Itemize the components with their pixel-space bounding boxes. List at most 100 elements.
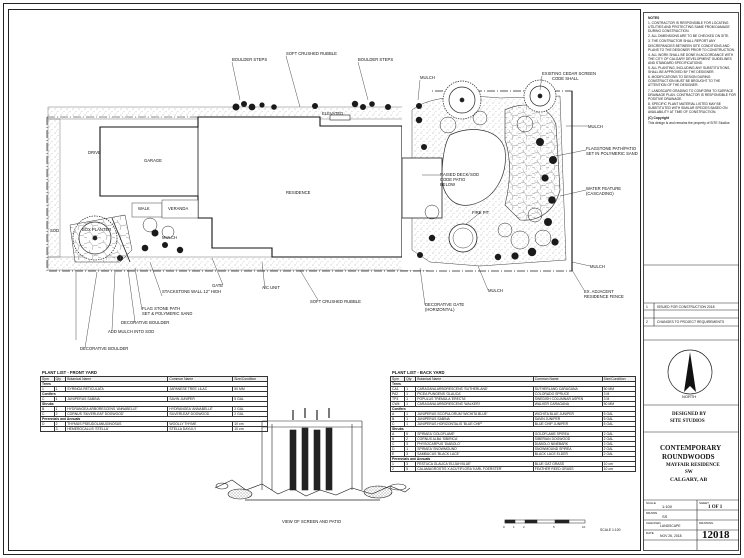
project-line-4: SW — [685, 470, 693, 475]
note-item: 3. THE CONTRACTOR SHALL REPORT ANY DISCR… — [648, 39, 735, 52]
front-plant-list-table: Sym Qty Botanical Name Common Name Size/… — [40, 376, 268, 432]
label-add-mulch: ADD MULCH INTO SOD — [108, 329, 155, 334]
scale-bar — [504, 519, 586, 524]
back-plant-list-title: PLANT LIST - BACK YARD — [392, 370, 445, 375]
project-line-2: ROUNDWOODS — [662, 453, 715, 461]
date-label: DATE — [646, 531, 654, 535]
cell-bot: CALAMAGROSTIS X ACUTIFLORA 'KARL FOERSTE… — [415, 466, 534, 472]
label-water-feature: WATER FEATURE — [586, 186, 622, 191]
scale-tick: 0 — [503, 525, 505, 529]
note-item: 2. ALL DIMENSIONS ARE TO BE CHECKED ON S… — [648, 34, 730, 39]
label-below: BELOW — [440, 182, 456, 187]
label-soft-crushed-bottom: SOFT CRUSHED RUBBLE — [310, 299, 361, 304]
label-sod: SOD — [470, 172, 480, 177]
leader-lines — [75, 55, 591, 349]
back-plant-list-table: Sym Qty Botanical Name Common Name Size/… — [389, 376, 637, 472]
label-garage: GARAGE — [144, 158, 162, 163]
label-cascading: (CASCADING) — [586, 191, 614, 196]
screen-elevation — [214, 408, 411, 501]
project-line-1: CONTEMPORARY — [660, 444, 722, 452]
scale-tick: 2 — [523, 525, 525, 529]
rev-text: ISSUED FOR CONSTRUCTION 2018 — [657, 305, 715, 309]
checked-value: LANDSCAPE — [660, 524, 681, 528]
note-item: 7. LANDSCAPE GRADING TO CONFORM TO SURFA… — [648, 88, 736, 101]
shrub-outlines — [142, 110, 552, 250]
label-horizontal: (HORIZONTAL) — [425, 307, 455, 312]
note-item: 6. MODIFICATIONS TO DESIGN DURING CONSTR… — [648, 75, 721, 88]
label-drive: DRIVE — [88, 150, 101, 155]
notes-heading: NOTES — [648, 16, 660, 20]
cantilever — [329, 114, 351, 121]
label-ex-adjacent: EX. ADJACENT — [584, 289, 614, 294]
project-line-5: CALGARY, AB — [670, 477, 708, 483]
north-arrow — [667, 349, 713, 395]
label-walk: WALK — [138, 206, 150, 211]
label-flagstone-path: FLAGSTONE PATH/PATIO — [586, 146, 637, 151]
sheet-value: 1 OF 1 — [708, 505, 723, 510]
veranda — [161, 199, 199, 219]
cell-size: 10 cm — [601, 466, 637, 472]
rev-no: 2 — [646, 320, 648, 324]
scale-tick: 5 — [553, 525, 555, 529]
copyright-heading: (C) Copyright — [648, 116, 670, 121]
drawn-label: DRAWN — [646, 511, 658, 515]
designed-by-label: DESIGNED BY — [672, 412, 707, 417]
cell-com: FEATHER REED GRASS — [532, 466, 603, 472]
cell-bot: HEMEROCALLIS 'STELLA' — [65, 426, 169, 432]
label-mulch-right: MULCH — [588, 124, 603, 129]
cell-sym — [40, 426, 55, 432]
drawing-frame — [8, 9, 641, 551]
front-plant-list-title: PLANT LIST - FRONT YARD — [42, 370, 97, 375]
label-flag-stone-path: FLAG STONE PATH — [142, 306, 181, 311]
label-existing-cedar-screen: EXISTING CEDAR SCREEN — [542, 71, 596, 76]
note-item: 5. ALL PLANTING, INCLUDING ANY SUBSTITUT… — [648, 66, 731, 75]
cell-sym: 2 — [389, 466, 406, 472]
label-decorative-boulder-2: DECORATIVE BOULDER — [80, 346, 129, 351]
checked-label: CHECKED — [646, 521, 661, 525]
label-stackstone-wall: STACKSTONE WALL 12" HIGH — [162, 289, 222, 294]
label-north: NORTH — [682, 394, 697, 399]
title-block-lines — [644, 264, 739, 550]
date-value: NOV 26, 2018 — [660, 534, 682, 538]
sod-area — [441, 129, 506, 206]
label-boulder-steps-right: BOULDER STEPS — [358, 57, 394, 62]
label-mulch-side: MULCH — [162, 235, 177, 240]
label-decorative-gate: DECORATIVE GATE — [425, 302, 465, 307]
designer-name: SITE STUDIOS — [670, 419, 705, 424]
label-raised-deck: RAISED DECK/ — [440, 172, 470, 177]
label-cantilever: ELEVATED — [322, 111, 344, 116]
drawing-no-label: DRAWING — [699, 521, 714, 525]
general-notes: NOTES 1. CONTRACTOR IS RESPONSIBLE FOR L… — [648, 16, 736, 126]
label-ac-unit: A/C UNIT — [262, 285, 280, 290]
title-block-frame — [643, 12, 739, 551]
copyright-text: This design is and remains the property … — [648, 121, 730, 126]
label-boulder-steps-left: BOULDER STEPS — [232, 57, 268, 62]
label-sod-left: SOD — [50, 228, 60, 233]
front-planter — [69, 214, 133, 263]
residence-footprint — [99, 116, 403, 258]
cell-com: STELLA DAYLILY — [167, 426, 234, 432]
project-line-3: MAYFAIR RESIDENCE — [666, 463, 720, 468]
label-decorative-boulder-1: DECORATIVE BOULDER — [121, 320, 170, 325]
drawn-value: SS — [662, 514, 668, 519]
drawing-number: 12018 — [702, 529, 730, 541]
label-mulch-top: MULCH — [420, 75, 435, 80]
label-code-patio: CODE PATIO — [440, 177, 466, 182]
label-residence: RESIDENCE — [286, 190, 311, 195]
label-soft-crushed-rubble: SOFT CRUSHED RUBBLE — [286, 51, 337, 56]
label-set-in-polymeric: SET IN POLYMERIC SAND — [586, 151, 638, 156]
scale-label: SCALE — [646, 501, 656, 505]
label-ex-fence: RESIDENCE FENCE — [584, 294, 624, 299]
cell-qty: 3 — [53, 426, 67, 432]
label-box-planter: BOX PLANTER — [82, 227, 112, 232]
scale-tick: 10 — [582, 525, 586, 529]
note-item: 4. ALL WORK SHALL BE DONE IN ACCORDANCE … — [648, 52, 734, 65]
label-gate: GATE — [212, 283, 224, 288]
label-fire-pit: FIRE PIT — [472, 210, 490, 215]
scale-bar-label: SCALE 1:100 — [600, 528, 621, 532]
rev-text: CHANGES TO PROJECT REQUIREMENTS — [657, 320, 725, 324]
